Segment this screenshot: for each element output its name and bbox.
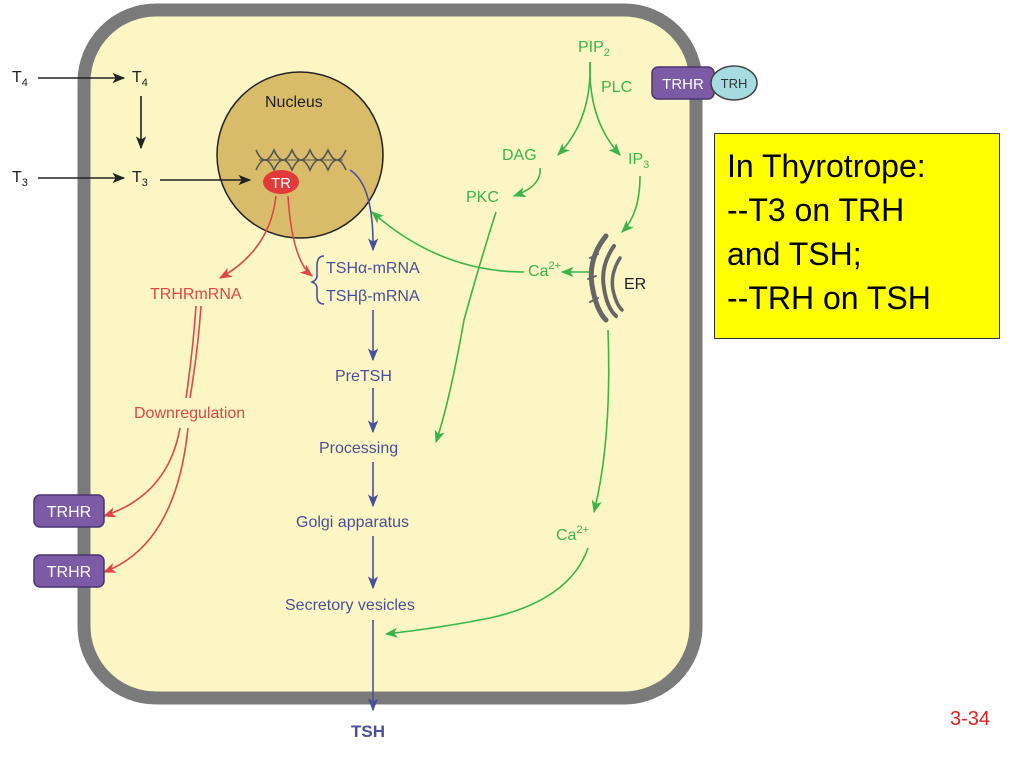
trhrmrna-label: TRHRmRNA — [150, 286, 242, 303]
tr-to-tsh-mrna-arrow — [287, 195, 313, 277]
trhrmrna-down-line-2 — [189, 305, 202, 399]
golgi-label: Golgi apparatus — [296, 514, 409, 531]
t3-outside-label: T3 — [12, 169, 28, 189]
svg-text:TRHR: TRHR — [47, 564, 91, 581]
svg-text:TRHR: TRHR — [47, 504, 91, 521]
t4-outside-label: T4 — [12, 69, 28, 89]
downregulation-label: Downregulation — [134, 405, 245, 422]
svg-text:TRHR: TRHR — [662, 76, 704, 93]
tsh-beta-mrna-label: TSHβ-mRNA — [326, 288, 420, 305]
dag-to-pkc-arrow — [512, 167, 541, 197]
callout-box: In Thyrotrope: --T3 on TRH and TSH; --TR… — [714, 133, 1000, 339]
tr-label: TR — [271, 175, 291, 192]
ca-to-nucleus-arrow — [371, 211, 525, 273]
trhr-membrane-receptor-1: TRHR — [33, 494, 105, 528]
er-to-lower-ca-arrow — [591, 329, 610, 514]
tsh-mrna-brace — [309, 255, 325, 305]
nucleus — [216, 71, 384, 239]
callout-line-4: --TRH on TSH — [727, 280, 931, 316]
cell-membrane — [77, 3, 703, 705]
pkc-to-processing-arrow — [434, 211, 497, 444]
dag-label: DAG — [502, 147, 537, 164]
callout-line-1: In Thyrotrope: — [727, 148, 926, 184]
downregulation-arrow-2 — [102, 427, 189, 573]
tr-receptor — [263, 170, 299, 194]
ca-to-secretory-arrow — [384, 547, 589, 638]
plc-label: PLC — [601, 79, 632, 96]
pretsh-label: PreTSH — [335, 368, 392, 385]
t3-inside-label: T3 — [132, 169, 148, 189]
ca-er-label: Ca2+ — [528, 260, 561, 280]
callout-line-3: and TSH; — [727, 236, 862, 272]
dna-to-mrna-arrow — [349, 169, 379, 252]
ip3-label: IP3 — [628, 151, 649, 171]
pip2-to-ip3-arrow — [589, 61, 621, 156]
secretory-vesicles-label: Secretory vesicles — [285, 597, 415, 614]
ca-lower-label: Ca2+ — [556, 524, 589, 544]
tsh-alpha-mrna-label: TSHα-mRNA — [326, 260, 420, 277]
pip2-label: PIP2 — [578, 39, 610, 59]
nucleus-label: Nucleus — [265, 94, 323, 111]
trhrmrna-down-line-1 — [185, 305, 197, 399]
t4-inside-label: T4 — [132, 69, 148, 89]
slide-number: 3-34 — [950, 708, 991, 730]
trhr-membrane-receptor-2: TRHR — [33, 554, 105, 588]
trhr-receptor: TRHR — [651, 66, 715, 100]
er-label: ER — [624, 276, 646, 293]
svg-text:TRH: TRH — [721, 76, 748, 91]
processing-label: Processing — [319, 440, 398, 457]
pkc-label: PKC — [466, 189, 499, 206]
callout-line-2: --T3 on TRH — [727, 192, 905, 228]
trh-ligand: TRH — [710, 65, 758, 101]
tsh-output-label: TSH — [351, 722, 385, 741]
tr-to-trhrmrna-arrow — [218, 195, 277, 279]
downregulation-arrow-1 — [102, 427, 181, 518]
ip3-to-er-arrow — [621, 175, 641, 233]
dna-helix-icon — [255, 148, 347, 172]
er-icon — [587, 233, 624, 323]
